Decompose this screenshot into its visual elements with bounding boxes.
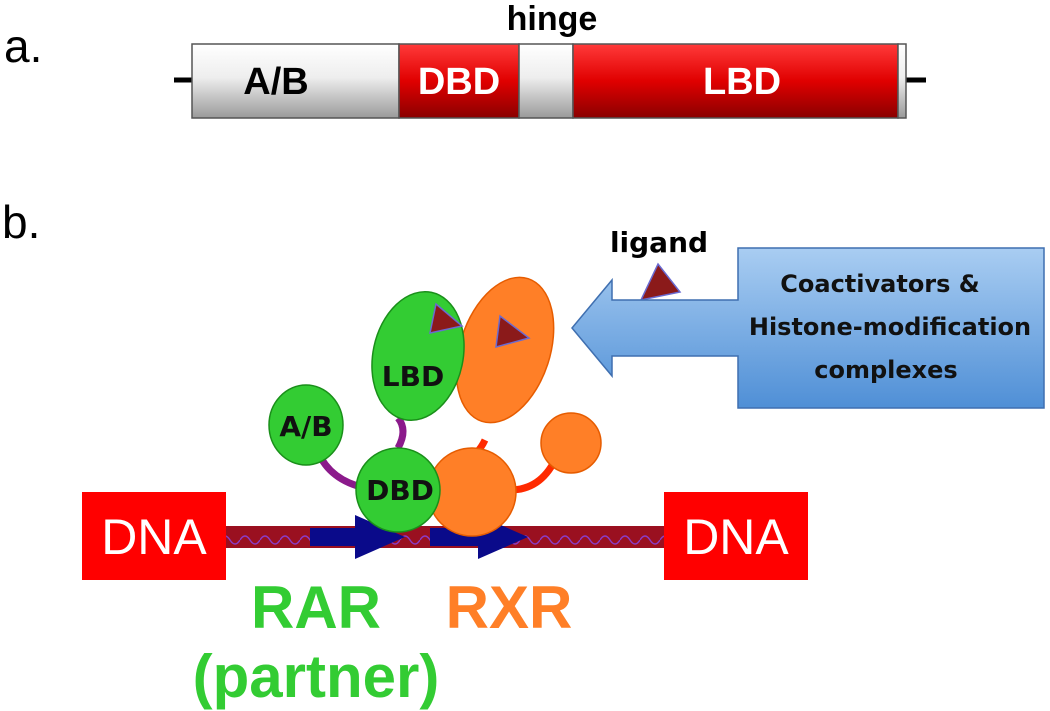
rar-bound-ligand-icon (429, 302, 464, 334)
dna-left-box (82, 492, 226, 580)
coactivator-line-3: complexes (814, 356, 957, 384)
partner-label: (partner) (193, 643, 440, 710)
dbd-domain-bar (398, 43, 520, 119)
ab-segment-label: A/B (243, 61, 308, 103)
dna-right-label: DNA (683, 509, 789, 565)
rar-hinge-linker (394, 415, 407, 450)
ligand-label: ligand (610, 226, 708, 259)
rxr-ab-linker (509, 458, 559, 494)
rxr-label: RXR (446, 574, 573, 641)
hinge-domain-bar (518, 43, 574, 119)
rar-dbd-label: DBD (366, 474, 434, 507)
ab-domain-bar (191, 43, 400, 119)
lbd-domain-bar (572, 43, 899, 119)
dna-helix-texture (110, 526, 710, 548)
free-ligand-icon (639, 262, 682, 302)
rar-half-site-arrow (310, 515, 405, 559)
hinge-label: hinge (507, 0, 598, 38)
dna-left-label: DNA (101, 509, 207, 565)
coactivator-line-2: Histone-modification (749, 313, 1031, 341)
rxr-dbd-domain (427, 447, 517, 537)
f-domain-bar (897, 43, 907, 119)
panel-a-label: a. (4, 20, 42, 72)
rxr-ab-domain (540, 412, 602, 474)
panel-b-label: b. (2, 196, 40, 248)
rar-ab-domain (268, 384, 344, 466)
rar-ab-label: A/B (279, 410, 332, 443)
rxr-half-site-arrow (430, 515, 528, 559)
rar-lbd-domain (371, 290, 465, 422)
coactivator-callout-arrow (571, 247, 1045, 409)
rar-label: RAR (251, 574, 381, 641)
dna-right-box (664, 492, 808, 580)
coactivator-line-1: Coactivators & (780, 270, 979, 298)
rar-lbd-label: LBD (382, 360, 444, 393)
lbd-segment-label: LBD (703, 61, 781, 103)
rxr-bound-ligand-icon (495, 314, 531, 349)
rar-dbd-domain (355, 447, 441, 533)
dbd-segment-label: DBD (418, 61, 500, 103)
